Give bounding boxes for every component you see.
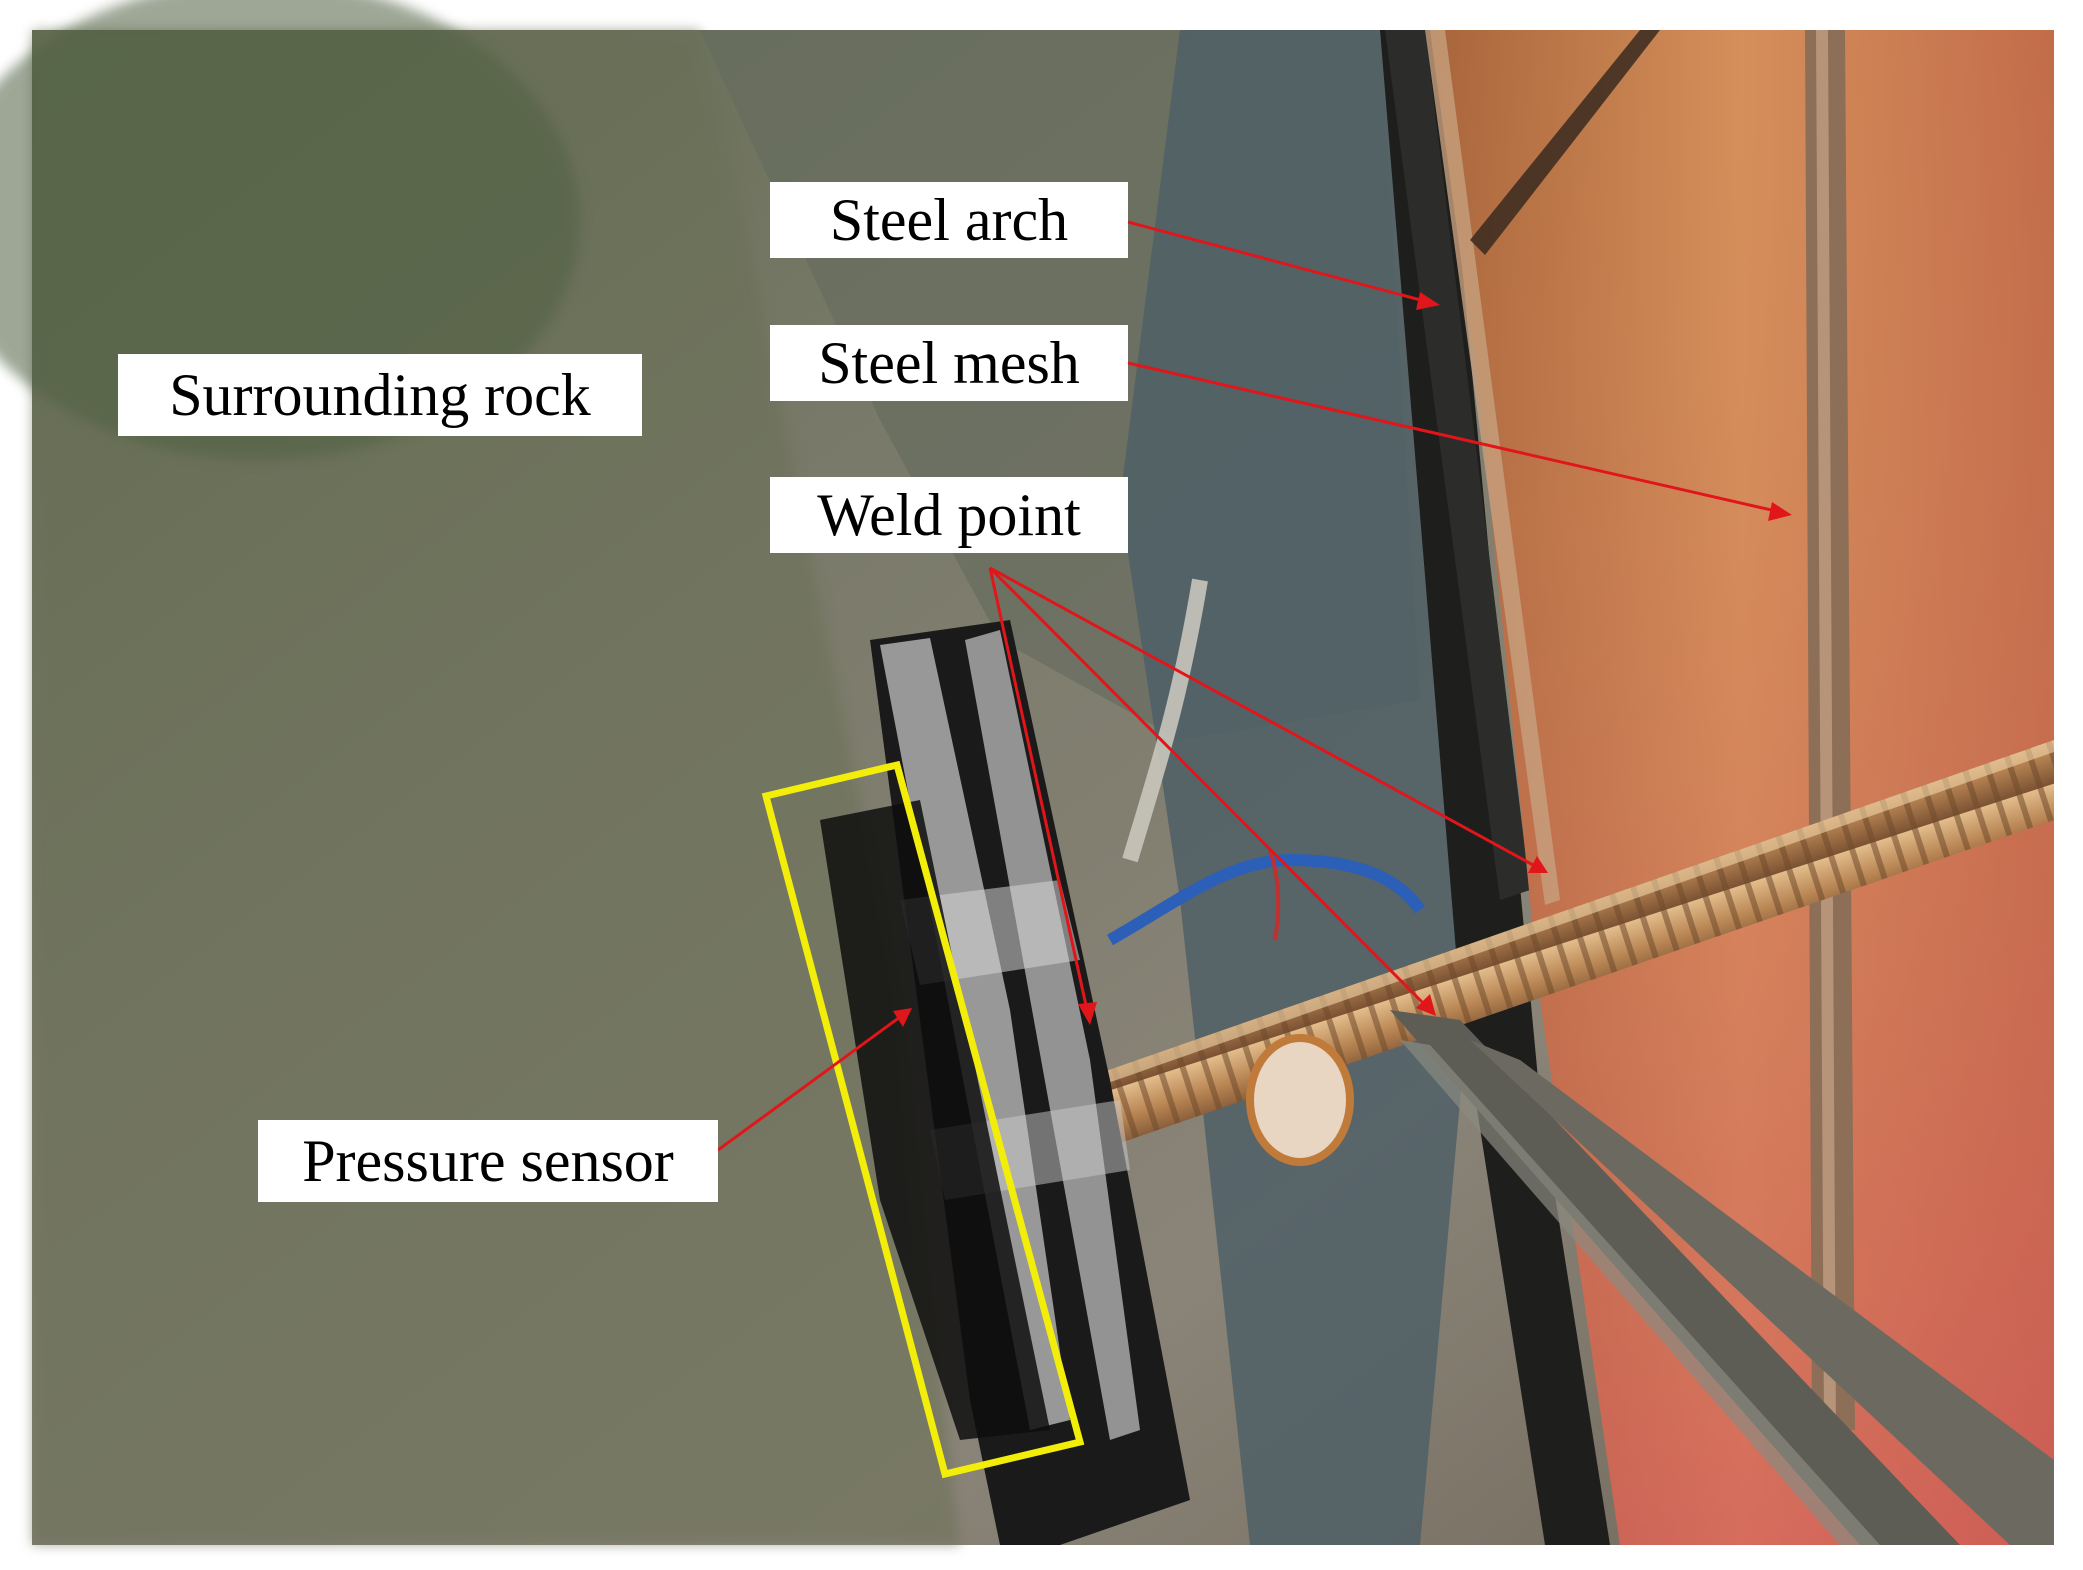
pressure-sensor-board bbox=[870, 620, 1190, 1545]
sensor-cavity bbox=[820, 800, 1050, 1440]
steel-arch-label: Steel arch bbox=[770, 182, 1128, 258]
arrow-weld-point-1 bbox=[988, 567, 1097, 1025]
steel-mesh-bar bbox=[1805, 30, 1855, 1430]
annotation-arrows bbox=[717, 220, 1792, 1152]
blue-wire bbox=[1107, 849, 1425, 946]
arrow-steel-arch bbox=[1127, 220, 1440, 310]
arrow-weld-point-3 bbox=[989, 566, 1548, 873]
surrounding-rock-label: Surrounding rock bbox=[118, 354, 642, 436]
arrow-weld-point-2 bbox=[988, 566, 1436, 1016]
plastic-strand bbox=[1122, 578, 1208, 863]
sensor-highlight-frame bbox=[761, 760, 1085, 1479]
weld-point-label: Weld point bbox=[770, 477, 1128, 553]
steel-mesh-label: Steel mesh bbox=[770, 325, 1128, 401]
pressure-sensor-label: Pressure sensor bbox=[258, 1120, 718, 1202]
cables bbox=[1390, 1010, 2054, 1545]
arrow-steel-mesh bbox=[1127, 361, 1792, 521]
tag bbox=[1246, 1034, 1354, 1166]
arrow-pressure-sensor bbox=[717, 1008, 912, 1152]
